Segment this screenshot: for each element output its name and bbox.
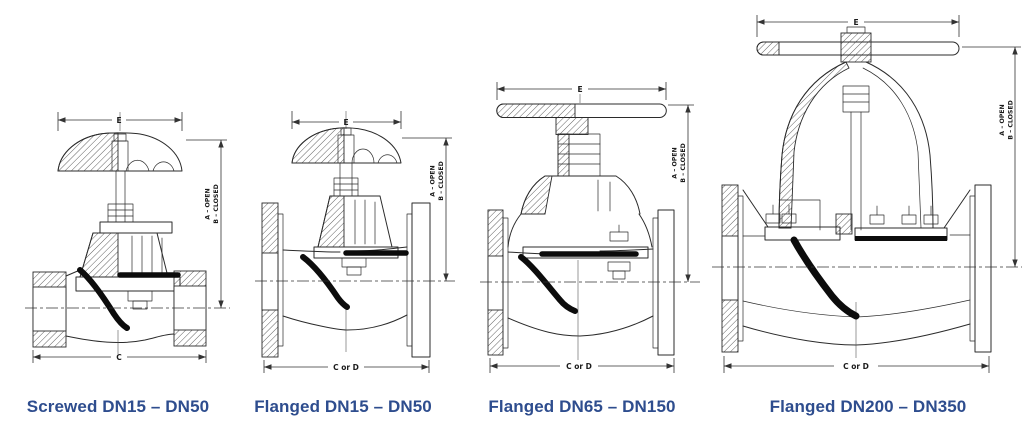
dimension-length-cd: C or D (489, 358, 675, 373)
dimension-width-e: E (291, 111, 402, 129)
drawings-svg: E (25, 15, 1022, 373)
diaphragm (790, 236, 860, 320)
caption-flanged-dn200-dn350: Flanged DN200 – DN350 (769, 397, 967, 416)
dimension-height-ab: A – OPEN B – CLOSED (668, 104, 694, 282)
dim-label-b-closed: B – CLOSED (680, 143, 687, 182)
figure-flanged-dn200-dn350: E (712, 15, 1022, 373)
dim-label-e: E (343, 118, 348, 127)
bonnet-stack (507, 133, 653, 280)
dim-label-a-open: A – OPEN (430, 165, 437, 196)
bonnet (313, 195, 399, 276)
dim-label-a-open: A – OPEN (999, 104, 1006, 135)
dimension-height-ab: A – OPEN B – CLOSED (186, 139, 227, 308)
dim-label-a-open: A – OPEN (672, 147, 679, 178)
caption-flanged-dn65-dn150: Flanged DN65 – DN150 (488, 397, 676, 416)
figure-screwed-dn15-dn50: E (25, 112, 230, 363)
valve-body-flanged (487, 209, 675, 360)
diaphragm (518, 254, 578, 314)
dimension-length-c: C (32, 350, 207, 363)
valve-body-flanged (261, 202, 431, 358)
dim-label-e: E (116, 116, 121, 125)
bonnet (75, 221, 181, 310)
dimension-width-e: E (57, 112, 183, 131)
handwheel-bar (496, 103, 667, 135)
handwheel-bar (756, 26, 960, 63)
dim-label-b-closed: B – CLOSED (213, 184, 220, 223)
dimension-length-cd: C or D (723, 356, 990, 373)
figure-flanged-dn15-dn50: E (255, 111, 455, 373)
bonnet-bell (778, 61, 934, 235)
dim-label-e: E (577, 85, 582, 94)
dimension-width-e: E (496, 82, 667, 103)
caption-screwed-dn15-dn50: Screwed DN15 – DN50 (26, 397, 210, 416)
handwheel-dome (291, 127, 402, 164)
dimension-height-ab: A – OPEN B – CLOSED (402, 137, 452, 281)
dimension-length-cd: C or D (263, 360, 430, 373)
bonnet-flange-bolted (764, 204, 948, 241)
valve-stem (333, 162, 359, 197)
valve-body-screwed (32, 269, 207, 354)
dim-label-b-closed: B – CLOSED (1008, 100, 1015, 139)
handwheel-dome (57, 132, 183, 172)
figure-flanged-dn65-dn150: E (480, 82, 700, 373)
dim-label-b-closed: B – CLOSED (438, 161, 445, 200)
dim-label-c: C (116, 353, 122, 362)
diaphragm (300, 254, 350, 310)
dim-label-c-or-d: C or D (843, 362, 869, 371)
valve-stem (107, 170, 134, 223)
dimension-height-ab: A – OPEN B – CLOSED (962, 46, 1021, 267)
dim-label-e: E (853, 18, 858, 27)
valve-body-flanged (721, 184, 992, 358)
dim-label-c-or-d: C or D (333, 363, 359, 372)
caption-flanged-dn15-dn50: Flanged DN15 – DN50 (254, 397, 432, 416)
dim-label-a-open: A – OPEN (205, 188, 212, 219)
dimension-width-e: E (756, 15, 960, 37)
dim-label-c-or-d: C or D (566, 362, 592, 371)
diaphragm (77, 267, 130, 331)
